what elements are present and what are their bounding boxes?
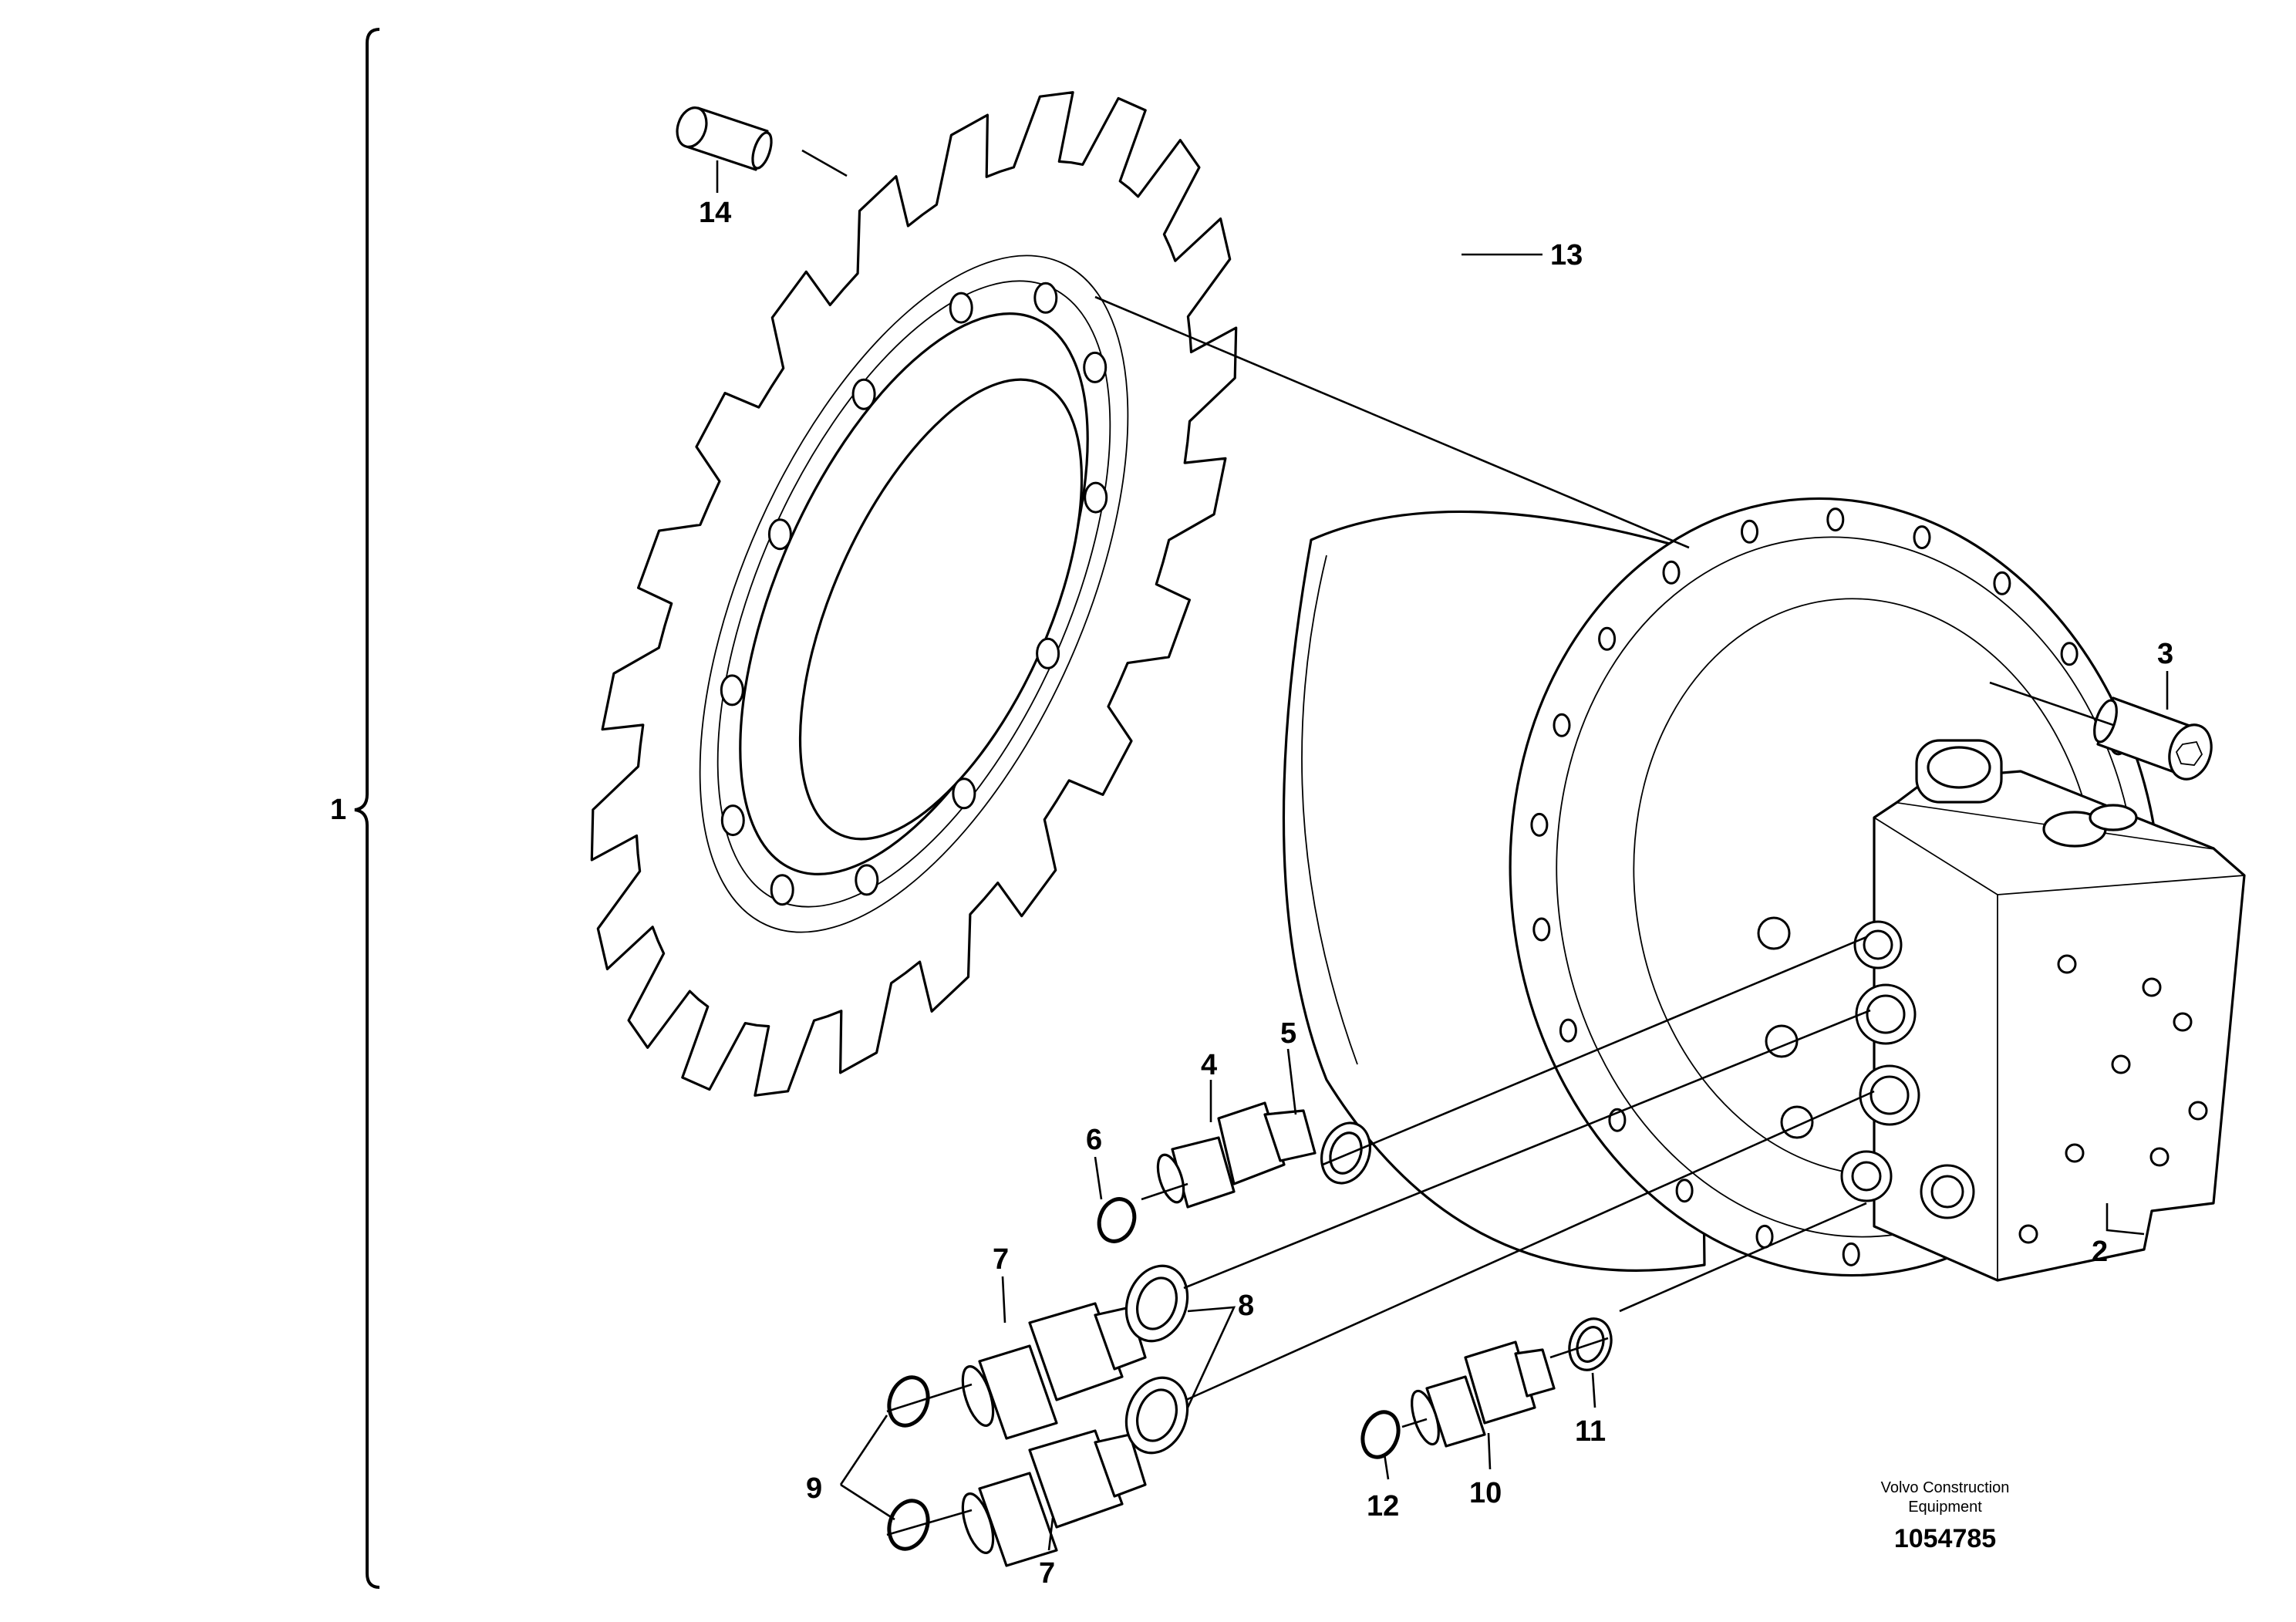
motor-bolt-hole bbox=[2060, 642, 2079, 666]
sprocket-bolt-hole bbox=[855, 864, 879, 896]
callout-14: 14 bbox=[699, 197, 731, 229]
sprocket-bolt-hole bbox=[720, 674, 744, 706]
motor-bolt-hole bbox=[1826, 508, 1845, 532]
sprocket-bolt-hole bbox=[1033, 282, 1058, 314]
sprocket bbox=[590, 91, 1238, 1097]
motor-bolt-hole bbox=[1741, 519, 1758, 544]
sprocket-bolt-hole bbox=[1083, 351, 1108, 383]
o-ring-6 bbox=[1097, 1197, 1137, 1243]
sprocket-bolt-hole bbox=[770, 874, 794, 906]
sprocket-bolt-hole bbox=[952, 777, 976, 810]
callout-9: 9 bbox=[806, 1472, 822, 1505]
callout-5: 5 bbox=[1280, 1017, 1296, 1050]
motor-bolt-hole bbox=[1553, 713, 1571, 737]
motor-bolt-hole bbox=[1530, 812, 1549, 837]
callout-2: 2 bbox=[2092, 1236, 2108, 1268]
adapter-7-upper bbox=[961, 1302, 1147, 1440]
callout-11: 11 bbox=[1575, 1415, 1606, 1448]
motor-bolt-hole bbox=[1532, 917, 1551, 942]
sprocket-bolt-holes bbox=[720, 282, 1108, 906]
callout-10: 10 bbox=[1469, 1477, 1502, 1509]
motor-bolt-hole bbox=[1598, 626, 1617, 651]
washers-8 bbox=[1124, 1264, 1189, 1455]
assembly-lines bbox=[716, 149, 2169, 1551]
drawing-number: 1054785 bbox=[1894, 1524, 1996, 1553]
o-ring-12 bbox=[1360, 1410, 1401, 1459]
motor-bolt-hole bbox=[1755, 1224, 1774, 1249]
callout-7-lower: 7 bbox=[1039, 1557, 1055, 1590]
fitting-4 bbox=[1156, 1101, 1317, 1209]
assembly-brace bbox=[354, 28, 380, 1589]
o-rings-9 bbox=[887, 1375, 930, 1551]
callout-4: 4 bbox=[1201, 1049, 1217, 1081]
valve-block bbox=[1757, 739, 2246, 1282]
sprocket-bolt-hole bbox=[720, 804, 745, 837]
callout-12: 12 bbox=[1367, 1490, 1399, 1523]
motor-bolt-hole bbox=[1993, 571, 2011, 595]
sprocket-bolt-hole bbox=[1036, 637, 1060, 669]
adapter-7-lower bbox=[961, 1429, 1147, 1567]
motor-bolt-hole bbox=[1559, 1018, 1577, 1043]
callout-6: 6 bbox=[1086, 1124, 1102, 1156]
washer-5 bbox=[1320, 1121, 1371, 1185]
sprocket-bolt-hole bbox=[767, 518, 792, 551]
callout-8: 8 bbox=[1238, 1290, 1254, 1322]
motor-bolt-hole bbox=[1675, 1179, 1694, 1203]
fitting-10 bbox=[1411, 1340, 1556, 1448]
screw-14 bbox=[676, 106, 773, 171]
footer: Volvo Construction Equipment 1054785 bbox=[1881, 1479, 2010, 1553]
callout-13: 13 bbox=[1550, 239, 1583, 271]
motor-bolt-hole bbox=[1842, 1242, 1860, 1266]
maker-line-1: Volvo Construction bbox=[1881, 1479, 2010, 1496]
sprocket-bolt-hole bbox=[851, 378, 876, 410]
sprocket-bolt-hole bbox=[949, 292, 973, 324]
sprocket-bolt-hole bbox=[1084, 481, 1108, 514]
callout-1: 1 bbox=[330, 794, 346, 826]
callout-7-upper: 7 bbox=[993, 1243, 1009, 1276]
callouts: 1 2 3 4 5 6 7 7 8 9 10 11 12 13 14 bbox=[330, 197, 2173, 1590]
motor-bolt-hole bbox=[1913, 525, 1931, 550]
motor-bolt-hole bbox=[1662, 560, 1681, 585]
maker-line-2: Equipment bbox=[1908, 1499, 1982, 1516]
callout-3: 3 bbox=[2157, 638, 2173, 670]
